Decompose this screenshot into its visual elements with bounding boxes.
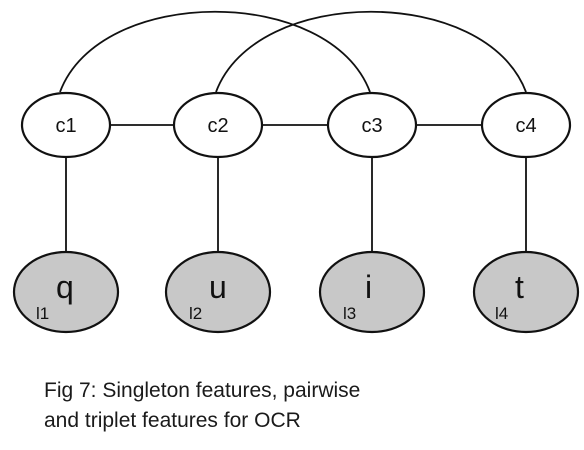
factor-graph-diagram: c1 c2 c3 c4 l1 q l2 u l3 i l4 t — [12, 10, 580, 334]
observed-node-l2: l2 u — [164, 250, 272, 334]
hidden-node-label: c4 — [515, 115, 536, 137]
observed-node-letter: i — [365, 269, 372, 305]
hidden-node-c2: c2 — [172, 91, 264, 159]
observed-node-subscript: l2 — [189, 304, 202, 323]
observed-node-letter: t — [515, 269, 524, 305]
observed-node-subscript: l1 — [36, 304, 49, 323]
skip-edge-c1-c3 — [59, 10, 371, 93]
hidden-node-label: c3 — [361, 115, 382, 137]
observed-node-l3: l3 i — [318, 250, 426, 334]
observed-node-l1: l1 q — [12, 250, 120, 334]
skip-edge-c2-c4 — [215, 10, 527, 93]
observed-node-subscript: l4 — [495, 304, 508, 323]
observed-node-l4: l4 t — [472, 250, 580, 334]
caption-line-2: and triplet features for OCR — [44, 409, 301, 432]
hidden-node-c3: c3 — [326, 91, 418, 159]
observed-node-letter: q — [56, 269, 74, 305]
caption-line-1: Fig 7: Singleton features, pairwise — [44, 379, 361, 402]
observed-node-letter: u — [209, 269, 227, 305]
hidden-node-c4: c4 — [480, 91, 572, 159]
figure-caption: Fig 7: Singleton features, pairwise and … — [44, 376, 564, 436]
observed-node-subscript: l3 — [343, 304, 356, 323]
hidden-node-label: c1 — [55, 115, 76, 137]
hidden-node-c1: c1 — [20, 91, 112, 159]
hidden-node-label: c2 — [207, 115, 228, 137]
